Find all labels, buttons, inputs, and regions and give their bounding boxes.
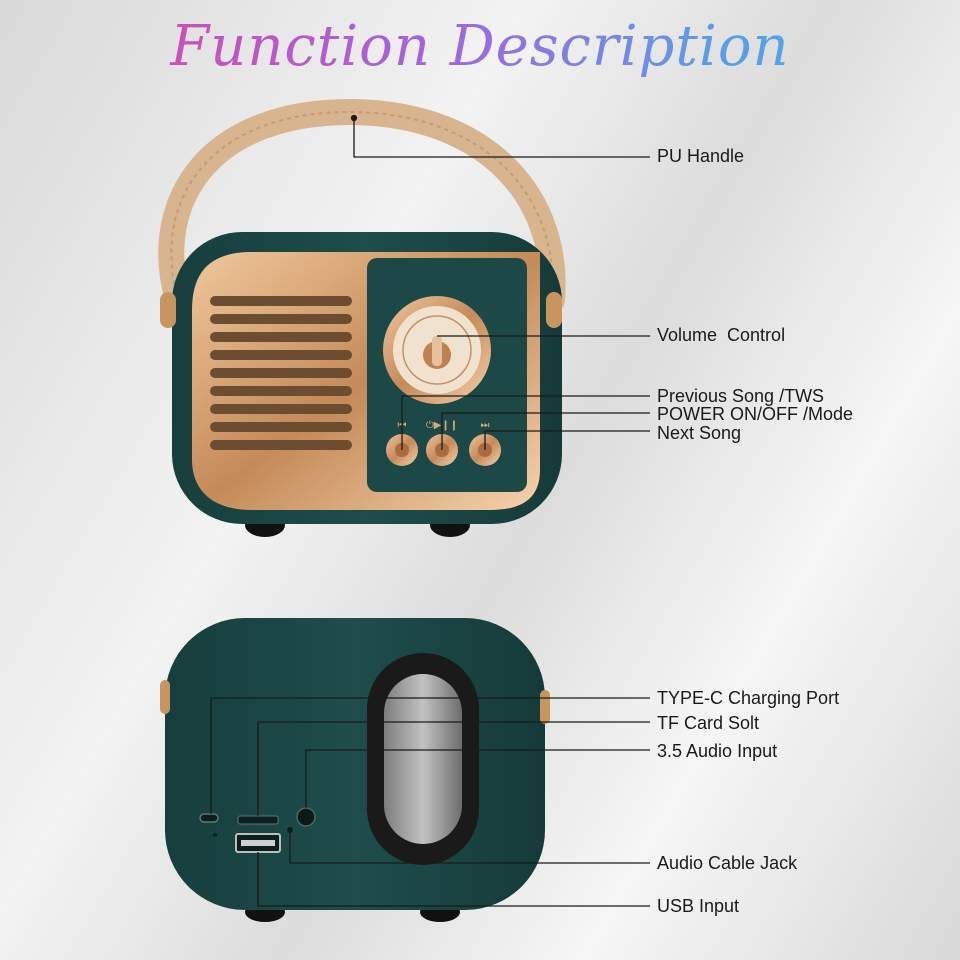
left-knob-mount	[160, 292, 176, 328]
svg-text:⏭: ⏭	[481, 420, 490, 431]
label-tf-card: TF Card Solt	[657, 713, 760, 733]
control-buttons: ⏮ ⏻▶❙❙ ⏭	[386, 420, 501, 466]
label-power-mode: POWER ON/OFF /Mode	[657, 404, 854, 424]
audio-input-port	[296, 807, 316, 827]
page-title: Function Description	[0, 14, 960, 79]
tf-card-slot	[237, 815, 279, 825]
speaker-grille	[210, 296, 352, 450]
back-body	[165, 618, 545, 910]
label-usb-input: USB Input	[657, 896, 740, 916]
leader-lines	[210, 114, 650, 907]
volume-dial	[383, 296, 491, 404]
back-radio	[160, 618, 550, 922]
label-volume-control: Volume Control	[657, 325, 786, 345]
type-c-port	[199, 813, 219, 823]
right-knob-mount	[546, 292, 562, 328]
label-previous-song: Previous Song /TWS	[657, 386, 825, 406]
label-audio-input: 3.5 Audio Input	[657, 741, 778, 761]
label-audio-cable-jack: Audio Cable Jack	[657, 853, 798, 873]
label-type-c: TYPE-C Charging Port	[657, 688, 840, 708]
label-pu-handle: PU Handle	[657, 146, 745, 166]
front-radio: ⏮ ⏻▶❙❙ ⏭	[158, 98, 566, 537]
label-next-song: Next Song	[657, 423, 742, 443]
